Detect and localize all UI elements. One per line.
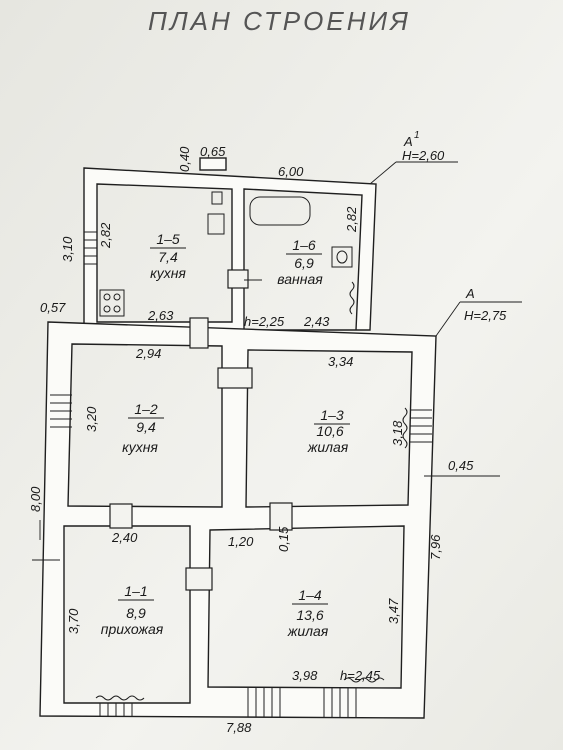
door-1-2-to-1-1 — [109, 503, 133, 529]
dim-1-20: 1,20 — [228, 534, 254, 549]
svg-text:1–4: 1–4 — [298, 587, 322, 603]
toilet-bowl — [336, 250, 348, 264]
svg-text:прихожая: прихожая — [101, 621, 164, 637]
window-1-4-south-b — [323, 688, 357, 717]
svg-text:1–3: 1–3 — [320, 407, 344, 423]
svg-text:1: 1 — [414, 130, 420, 141]
door-openings — [109, 269, 293, 591]
dim-7-88: 7,88 — [226, 720, 252, 735]
svg-text:10,6: 10,6 — [316, 423, 343, 439]
svg-text:7,4: 7,4 — [158, 249, 178, 265]
dim-3-18: 3,18 — [390, 420, 405, 446]
dim-0-45: 0,45 — [448, 458, 474, 473]
dim-8-00: 8,00 — [28, 486, 43, 512]
svg-text:H=2,75: H=2,75 — [464, 308, 507, 323]
bathtub — [249, 196, 311, 226]
dim-2-82-left: 2,82 — [98, 222, 113, 249]
svg-text:6,9: 6,9 — [294, 255, 314, 271]
window-1-5-west — [84, 231, 97, 265]
dim-2-40: 2,40 — [111, 530, 138, 545]
dim-0-15: 0,15 — [276, 526, 291, 552]
door-1-1-to-1-4 — [185, 567, 213, 591]
svg-text:13,6: 13,6 — [296, 607, 323, 623]
stove-burner-3 — [103, 305, 111, 313]
window-1-4-south-a — [247, 688, 281, 717]
sink-basin — [211, 191, 223, 205]
svg-text:H=2,60: H=2,60 — [402, 148, 445, 163]
dim-h-2-25: h=2,25 — [244, 314, 285, 329]
svg-text:1–6: 1–6 — [292, 237, 316, 253]
window-1-3-east — [410, 409, 432, 443]
window-1-1-south — [99, 703, 133, 716]
svg-text:жилая: жилая — [307, 439, 349, 455]
windows — [50, 231, 432, 717]
svg-text:кухня: кухня — [122, 439, 158, 455]
radiator-1-6 — [349, 281, 355, 315]
radiator-1-3 — [402, 407, 408, 449]
main-house-wall — [39, 321, 437, 719]
door-annex-to-1-2 — [189, 317, 209, 349]
dim-0-40: 0,40 — [177, 146, 192, 172]
dimension-lines — [32, 161, 522, 561]
dim-7-96: 7,96 — [428, 534, 443, 560]
room-1-1-label: 1–1 8,9 прихожая — [101, 583, 164, 637]
stove-burner-2 — [113, 293, 121, 301]
dim-3-34: 3,34 — [328, 354, 353, 369]
dim-3-70: 3,70 — [66, 608, 81, 634]
dim-2-94: 2,94 — [135, 346, 161, 361]
svg-text:1–2: 1–2 — [134, 401, 158, 417]
stove — [99, 289, 125, 317]
walls — [39, 157, 437, 719]
svg-text:1–5: 1–5 — [156, 231, 180, 247]
door-1-2-to-1-3 — [217, 367, 253, 389]
room-1-5-label: 1–5 7,4 кухня — [150, 231, 186, 281]
dim-0-65: 0,65 — [200, 144, 226, 159]
svg-text:9,4: 9,4 — [136, 419, 156, 435]
fixtures — [99, 191, 353, 317]
door-1-3-to-1-4 — [269, 502, 293, 531]
section-marker-a: А H=2,75 — [464, 286, 507, 323]
window-1-2-west — [50, 394, 72, 428]
room-1-4-label: 1–4 13,6 жилая — [287, 587, 329, 639]
dim-3-98: 3,98 — [292, 668, 318, 683]
toilet-tank — [331, 246, 353, 268]
radiator-1-4 — [343, 677, 385, 683]
dim-2-82-right: 2,82 — [344, 206, 359, 233]
dim-6-00: 6,00 — [278, 164, 304, 179]
section-marker-a1: А 1 H=2,60 — [402, 130, 445, 163]
svg-text:А: А — [465, 286, 475, 301]
room-1-3-label: 1–3 10,6 жилая — [307, 407, 350, 455]
svg-text:ванная: ванная — [277, 271, 323, 287]
dim-3-47: 3,47 — [386, 598, 401, 624]
stove-burner-4 — [113, 305, 121, 313]
dim-2-43: 2,43 — [303, 314, 330, 329]
sink — [207, 213, 225, 235]
svg-text:кухня: кухня — [150, 265, 186, 281]
dim-2-63: 2,63 — [147, 308, 174, 323]
plan-title: ПЛАН СТРОЕНИЯ — [148, 6, 411, 36]
chimney — [199, 157, 227, 171]
dim-3-10: 3,10 — [60, 236, 75, 262]
radiator-1-1 — [95, 695, 145, 701]
dim-3-20: 3,20 — [84, 406, 99, 432]
svg-text:8,9: 8,9 — [126, 605, 146, 621]
room-1-2-label: 1–2 9,4 кухня — [122, 401, 164, 455]
room-1-6-label: 1–6 6,9 ванная — [277, 237, 323, 287]
dim-h-2-45: h=2,45 — [340, 668, 381, 683]
svg-text:жилая: жилая — [287, 623, 329, 639]
stove-burner-1 — [103, 293, 111, 301]
dimension-labels: 0,40 0,65 6,00 3,10 2,82 2,82 0,57 2,63 … — [28, 144, 474, 735]
svg-text:1–1: 1–1 — [124, 583, 147, 599]
door-1-5-to-1-6 — [227, 269, 249, 289]
svg-text:А: А — [403, 134, 413, 149]
dim-0-57: 0,57 — [40, 300, 66, 315]
